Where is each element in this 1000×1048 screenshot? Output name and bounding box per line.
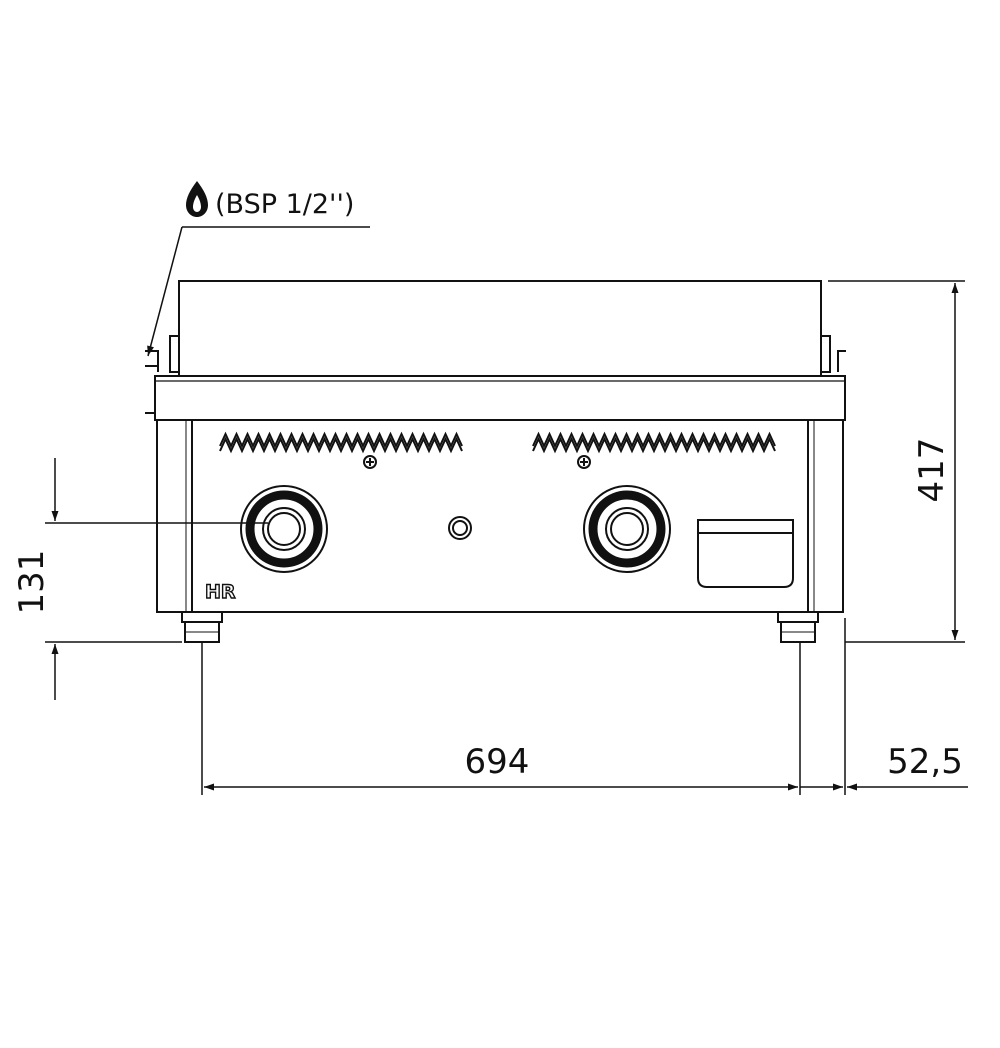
dimension-width — [201, 618, 846, 795]
left-hinge — [145, 335, 180, 373]
dimension-side-offset-label: 52,5 — [887, 742, 963, 782]
screw-right — [577, 455, 591, 469]
gas-connection-label: (BSP 1/2'') — [215, 189, 354, 220]
control-knob-right — [583, 485, 671, 573]
right-hinge — [820, 335, 846, 373]
gas-connection-leader — [147, 226, 370, 357]
dimension-width-label: 694 — [465, 742, 530, 782]
vent-slot-row — [219, 436, 463, 454]
frame-rim — [154, 375, 846, 421]
gas-flame-icon — [186, 181, 208, 217]
screw-left — [363, 455, 377, 469]
vent-slots-right — [532, 431, 776, 454]
vent-slot-row — [532, 431, 776, 449]
foot-left — [181, 611, 223, 643]
dimension-total-height-label: 417 — [912, 438, 952, 503]
foot-right — [777, 611, 819, 643]
control-knob-left — [240, 485, 328, 573]
vent-slots-left — [219, 431, 463, 454]
griddle-plate — [178, 280, 822, 377]
unit-body — [156, 419, 844, 613]
dimension-foot-height-label: 131 — [12, 550, 52, 615]
brand-logo: HR — [205, 581, 236, 603]
vent-slot-row — [532, 436, 776, 454]
pilot-light — [448, 516, 472, 540]
grease-drawer — [697, 519, 794, 588]
dimension-foot-height — [45, 458, 268, 700]
vent-slot-row — [219, 431, 463, 449]
dimension-total-height — [828, 280, 965, 643]
